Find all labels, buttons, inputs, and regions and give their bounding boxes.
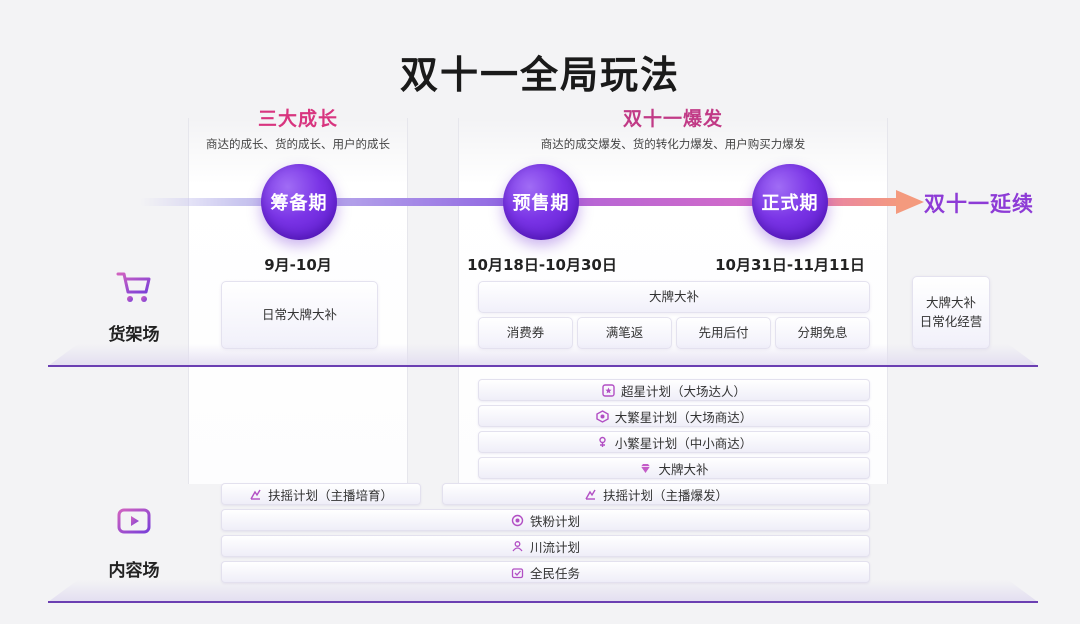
phase-circle-prep: 筹备期 [261, 164, 337, 240]
video-play-icon [114, 503, 154, 543]
diamond-icon [639, 462, 652, 475]
phase-date-official: 10月31日-11月11日 [715, 256, 865, 274]
phase-circle-official: 正式期 [752, 164, 828, 240]
content-bar-anchor-burst: 扶摇计划（主播爆发） [442, 483, 870, 505]
shelf-divider [48, 365, 1038, 367]
flow-icon [511, 540, 524, 553]
growth-stage-subtitle: 商达的成长、货的成长、用户的成长 [206, 137, 390, 151]
content-bar-fans: 铁粉计划 [221, 509, 870, 531]
content-bar-label: 全民任务 [529, 565, 580, 581]
content-bar-brand-subsidy: 大牌大补 [478, 457, 870, 479]
burst-item-coupon: 消费券 [478, 317, 573, 349]
burst-item-paylater: 先用后付 [676, 317, 771, 349]
content-bar-bigstar: 大繁星计划（大场商达） [478, 405, 870, 427]
content-bar-label: 扶摇计划（主播培育） [267, 487, 393, 503]
rise-icon [584, 488, 597, 501]
phase-date-prep: 9月-10月 [264, 256, 332, 274]
growth-stage-title: 三大成长 [257, 108, 338, 130]
extend-box-line2: 日常化经营 [919, 313, 983, 329]
burst-item-installment: 分期免息 [775, 317, 870, 349]
star-plan-icon [602, 383, 615, 397]
timeline-arrow-icon [896, 190, 924, 214]
rise-icon [249, 488, 262, 501]
burst-item-cashback: 满笔返 [577, 317, 672, 349]
shelf-section-label: 货架场 [108, 325, 160, 345]
extension-label: 双十一延续 [924, 192, 1034, 216]
content-divider [48, 601, 1038, 603]
content-bar-label: 超星计划（大场达人） [620, 383, 746, 399]
content-bar-smallstar: 小繁星计划（中小商达） [478, 431, 870, 453]
content-bar-superstar: 超星计划（大场达人） [478, 379, 870, 401]
big-star-icon [596, 409, 609, 423]
timeline-segment-2 [540, 198, 790, 206]
content-bar-anchor-training: 扶摇计划（主播培育） [221, 483, 421, 505]
burst-subsidy-box: 大牌大补 [478, 281, 870, 313]
content-bar-tasks: 全民任务 [221, 561, 870, 583]
content-bar-label: 川流计划 [529, 539, 580, 555]
small-star-icon [596, 436, 609, 449]
shelf-base [48, 344, 1038, 366]
content-bar-label: 扶摇计划（主播爆发） [602, 487, 728, 503]
fan-icon [511, 514, 524, 527]
phase-date-presale: 10月18日-10月30日 [467, 256, 617, 274]
content-bar-label: 小繁星计划（中小商达） [614, 435, 753, 451]
timeline-segment-1 [140, 198, 540, 206]
page-title: 双十一全局玩法 [399, 53, 680, 97]
content-base [48, 580, 1038, 602]
content-section-label: 内容场 [108, 561, 160, 581]
burst-stage-title: 双十一爆发 [622, 108, 723, 130]
content-bar-flow: 川流计划 [221, 535, 870, 557]
task-icon [511, 566, 524, 579]
content-bar-label: 大牌大补 [658, 461, 709, 477]
extend-box-line1: 大牌大补 [925, 294, 976, 310]
cart-icon [114, 266, 154, 306]
phase-circle-presale: 预售期 [503, 164, 579, 240]
extend-box: 大牌大补 日常化经营 [912, 276, 990, 349]
content-bar-label: 大繁星计划（大场商达） [614, 409, 753, 425]
burst-stage-subtitle: 商达的成交爆发、货的转化力爆发、用户购买力爆发 [540, 137, 806, 151]
content-bar-label: 铁粉计划 [529, 513, 580, 529]
prep-subsidy-box: 日常大牌大补 [221, 281, 378, 349]
timeline-segment-3 [790, 198, 900, 206]
